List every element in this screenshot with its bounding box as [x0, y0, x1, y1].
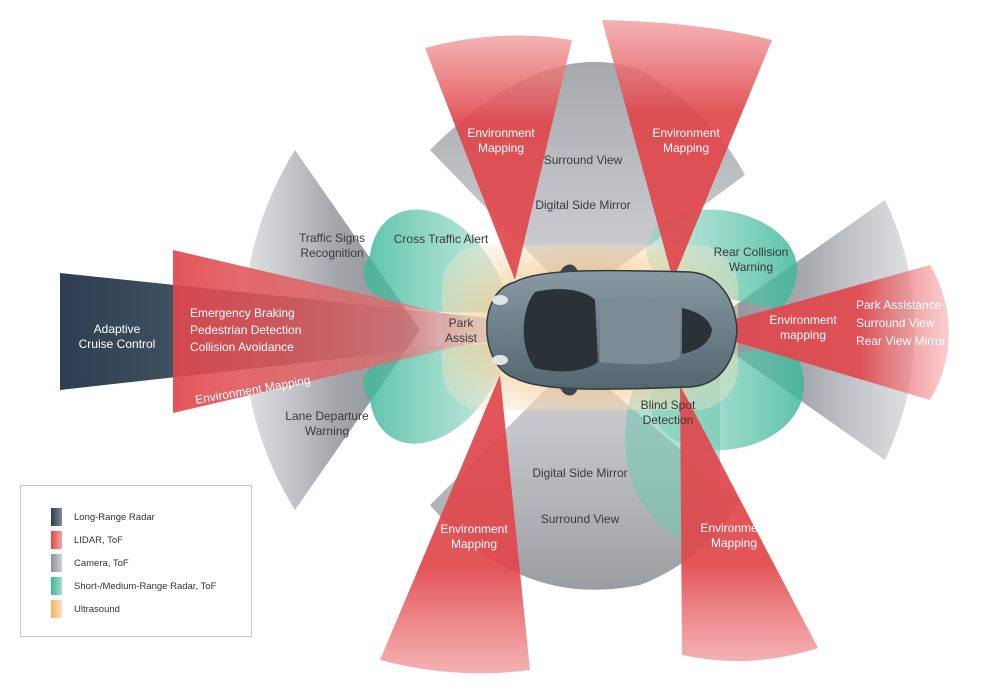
rear-collision-line-2: Warning	[729, 260, 773, 274]
legend-item-lidar: LIDAR, ToF	[51, 531, 123, 549]
rear-camera-line-3: Rear View Mirror	[856, 334, 946, 348]
label-cross-traffic: Cross Traffic Alert	[394, 232, 489, 246]
label-rear-collision: Rear Collision Warning	[714, 245, 789, 274]
legend-item-long-range-radar: Long-Range Radar	[51, 508, 155, 526]
lidar-rear-beam	[695, 265, 949, 400]
adaptive-cruise-line-1: Adaptive	[94, 322, 141, 336]
legend-label: Ultrasound	[74, 603, 120, 615]
label-env-bottom-right: Environment Mapping	[700, 521, 768, 550]
adaptive-cruise-line-2: Cruise Control	[79, 337, 156, 351]
label-adaptive-cruise: Adaptive Cruise Control	[79, 322, 156, 351]
label-rear-env-mapping: Environment mapping	[769, 313, 837, 342]
label-surround-bottom: Surround View	[541, 512, 620, 526]
legend-item-camera: Camera, ToF	[51, 554, 129, 572]
park-assist-line-2: Assist	[445, 331, 478, 345]
env-top-right-line-1: Environment	[652, 126, 720, 140]
blind-spot-line-1: Blind Spot	[641, 398, 696, 412]
legend-swatch	[51, 554, 62, 572]
lane-departure-line-1: Lane Departure	[285, 409, 369, 423]
blind-spot-line-2: Detection	[643, 413, 694, 427]
label-traffic-signs: Traffic Signs Recognition	[299, 231, 365, 260]
label-env-top-right: Environment Mapping	[652, 126, 720, 155]
car-top-view	[486, 264, 738, 396]
front-lidar-line-1: Emergency Braking	[190, 306, 295, 320]
legend: Long-Range Radar LIDAR, ToF Camera, ToF …	[20, 485, 252, 637]
legend-swatch	[51, 508, 62, 526]
label-lane-departure: Lane Departure Warning	[285, 409, 369, 438]
park-assist-line-1: Park	[449, 316, 475, 330]
legend-label: Long-Range Radar	[74, 511, 155, 523]
env-bottom-left-line-2: Mapping	[451, 537, 497, 551]
env-top-left-line-1: Environment	[467, 126, 535, 140]
legend-label: Short-/Medium-Range Radar, ToF	[74, 580, 217, 592]
rear-env-mapping-line-2: mapping	[780, 328, 826, 342]
label-env-bottom-left: Environment Mapping	[440, 522, 508, 551]
label-park-assist: Park Assist	[445, 316, 478, 345]
label-rear-camera: Park Assistance Surround View Rear View …	[856, 298, 946, 348]
lidar-bottom-left-beam	[380, 375, 530, 674]
legend-swatch	[51, 531, 62, 549]
env-bottom-right-line-2: Mapping	[711, 536, 757, 550]
legend-label: LIDAR, ToF	[74, 534, 123, 546]
legend-item-short-medium-radar: Short-/Medium-Range Radar, ToF	[51, 577, 216, 595]
label-surround-top: Surround View	[544, 153, 623, 167]
lidar-bottom-right-beam	[680, 385, 818, 662]
lidar-front-beam	[173, 250, 495, 413]
rear-camera-line-2: Surround View	[856, 316, 935, 330]
lidar-top-right-beam	[602, 20, 772, 280]
env-bottom-right-line-1: Environment	[700, 521, 768, 535]
label-front-lidar: Emergency Braking Pedestrian Detection C…	[190, 306, 301, 354]
legend-swatch	[51, 600, 62, 618]
lane-departure-line-2: Warning	[305, 424, 349, 438]
legend-swatch	[51, 577, 62, 595]
label-env-top-left: Environment Mapping	[467, 126, 535, 155]
legend-label: Camera, ToF	[74, 557, 129, 569]
traffic-signs-line-1: Traffic Signs	[299, 231, 365, 245]
env-top-left-line-2: Mapping	[478, 141, 524, 155]
label-mirror-bottom: Digital Side Mirror	[532, 466, 627, 480]
rear-collision-line-1: Rear Collision	[714, 245, 789, 259]
front-lidar-line-2: Pedestrian Detection	[190, 323, 301, 337]
env-top-right-line-2: Mapping	[663, 141, 709, 155]
legend-item-ultrasound: Ultrasound	[51, 600, 120, 618]
env-bottom-left-line-1: Environment	[440, 522, 508, 536]
lidar-top-left-beam	[425, 35, 572, 280]
label-blind-spot: Blind Spot Detection	[641, 398, 696, 427]
traffic-signs-line-2: Recognition	[300, 246, 363, 260]
front-lidar-line-3: Collision Avoidance	[190, 340, 294, 354]
rear-env-mapping-line-1: Environment	[769, 313, 837, 327]
rear-camera-line-1: Park Assistance	[856, 298, 942, 312]
label-mirror-top: Digital Side Mirror	[535, 198, 630, 212]
